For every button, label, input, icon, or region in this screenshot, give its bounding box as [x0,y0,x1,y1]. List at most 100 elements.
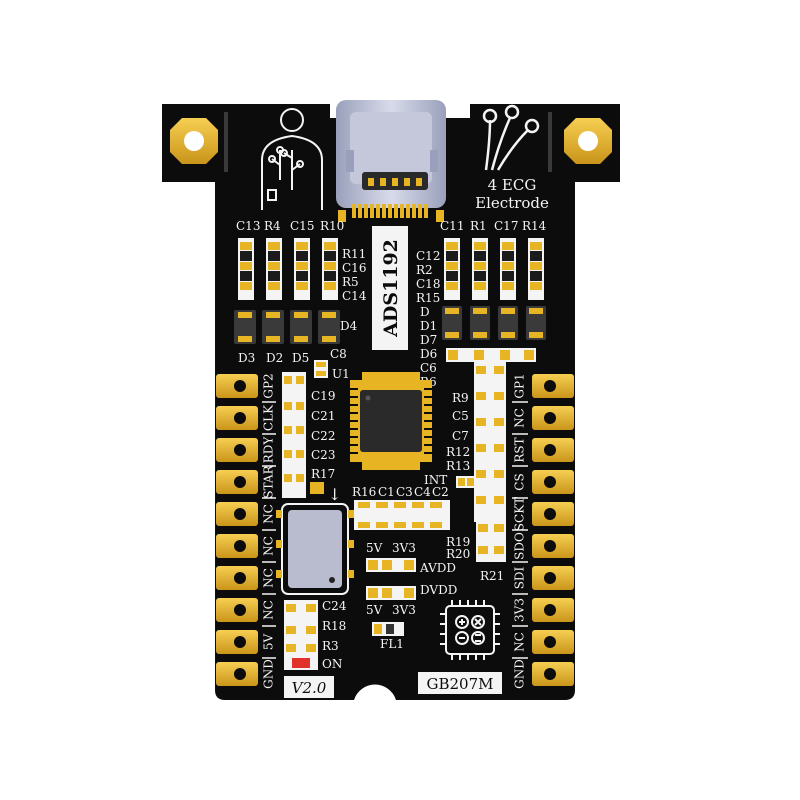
top-component-columns [238,238,544,300]
pin-right-2: RST [513,437,527,462]
left-cap-column [282,372,306,498]
label-bottom-cap-1: C1 [378,485,395,499]
label-d-left-1: D2 [266,351,283,365]
diode-row [234,306,546,344]
label-d4: D4 [340,319,358,333]
label-right-cap-2: C7 [452,429,469,443]
label-bottom-cap-4: C2 [432,485,449,499]
label-top-left-3: R10 [320,219,344,233]
label-left-cap-2: C22 [311,429,335,443]
label-bottom-cap-3: C4 [414,485,431,499]
label-top-left-1: R4 [264,219,281,233]
label-left-cap-3: C23 [311,448,335,462]
label-3v3-b: 3V3 [392,603,416,617]
chip-logo-icon [440,600,500,660]
mount-hole-right [564,118,612,164]
pin-left-9: GND [262,659,276,689]
label-avdd: AVDD [419,561,456,575]
pin-right-6: SDI [513,566,527,589]
pin-left-1: CLK [262,404,276,431]
label-d-right-3: D6 [420,347,437,361]
sensor-module [276,503,354,595]
label-d-left-0: D3 [238,351,255,365]
lower-left-components [284,600,318,670]
pin-left-8: 5V [262,634,276,651]
label-right-cap-1: C5 [452,409,469,423]
power-jumpers[interactable] [366,558,416,636]
label-top-right-0: C11 [440,219,464,233]
label-top-left-0: C13 [236,219,260,233]
pin-right-0: GP1 [513,373,527,398]
ecg-subtitle: Electrode [475,194,549,212]
pin-right-3: CS [513,473,527,490]
label-c8: C8 [330,347,347,361]
pin-right-1: NC [513,408,527,428]
label-on: ON [322,657,342,671]
label-dvdd: DVDD [420,583,457,597]
power-led [292,658,310,668]
left-header-pins [216,374,258,686]
pin-right-9: GND [513,659,527,689]
label-mid-right-0: C12 [416,249,440,263]
chip-label: ADS1192 [380,239,402,338]
model-label: GB207M [427,675,494,693]
label-top-right-3: R14 [522,219,547,233]
label-lower-right-0: R19 [446,535,470,549]
bottom-cap-row [354,476,506,562]
label-bottom-cap-2: C3 [396,485,413,499]
label-bottom-cap-0: R16 [352,485,376,499]
label-5v-a: 5V [366,541,383,555]
label-mid-left-1: C16 [342,261,366,275]
label-top-left-2: C15 [290,219,314,233]
human-body-icon [261,108,323,210]
usb-c-connector[interactable] [336,100,446,208]
mount-hole-left [170,118,218,164]
label-d-right-4: C6 [420,361,437,375]
pin-left-4: NC [262,504,276,524]
label-right-cap-3: R12 [446,445,470,459]
label-left-cap-1: C21 [311,409,335,423]
label-d-right-2: D7 [420,333,437,347]
label-lower-right-1: R20 [446,547,470,561]
pin-left-7: NC [262,600,276,620]
ecg-title: 4 ECG [488,176,537,194]
label-mid-right-1: R2 [416,263,433,277]
right-header-pins [532,374,574,686]
electrode-icon [482,104,540,171]
label-top-right-2: C17 [494,219,518,233]
ads1192-chip [350,372,432,470]
pin-right-5: SDO [513,532,527,560]
label-lower-right-2: R21 [480,569,504,583]
label-lower-left-0: C24 [322,599,347,613]
label-right-cap-0: R9 [452,391,469,405]
label-5v-b: 5V [366,603,383,617]
pin-right-7: 3V3 [513,598,527,622]
label-left-cap-4: R17 [311,467,335,481]
label-u1: U1 [332,367,350,381]
label-int: INT [424,473,447,487]
arrow-down-icon: ↓ [328,485,341,504]
label-mid-right-2: C18 [416,277,440,291]
label-lower-left-1: R18 [322,619,346,633]
pin-left-0: GP2 [262,373,276,398]
pin-left-2: RDY [262,436,276,464]
label-fl1: FL1 [380,637,404,651]
label-3v3-a: 3V3 [392,541,416,555]
label-d-right-1: D1 [420,319,437,333]
usb-pads [338,204,444,222]
label-left-cap-0: C19 [311,389,335,403]
label-top-right-1: R1 [470,219,487,233]
pin-right-4: SCKT [513,497,527,531]
right-cap-column [474,362,506,522]
label-mid-left-0: R11 [342,247,366,261]
label-mid-left-3: C14 [342,289,367,303]
pin-left-3: STAR [262,464,276,498]
label-mid-right-3: R15 [416,291,440,305]
label-right-cap-4: R13 [446,459,470,473]
version-label: V2.0 [292,679,327,697]
label-mid-left-2: R5 [342,275,359,289]
pin-left-6: NC [262,568,276,588]
label-lower-left-2: R3 [322,639,339,653]
pin-right-8: NC [513,632,527,652]
